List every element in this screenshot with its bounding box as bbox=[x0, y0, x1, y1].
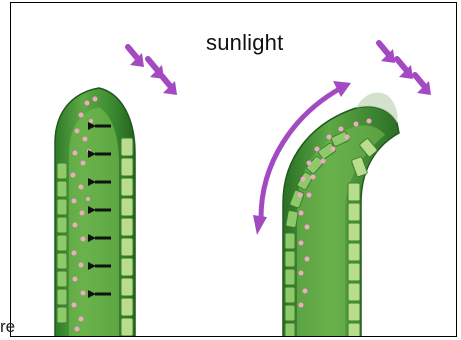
sunlight-arrows-icon bbox=[128, 47, 177, 95]
diagram-frame: sunlight bbox=[10, 2, 457, 337]
right-shoot bbox=[283, 93, 399, 337]
cropped-text-fragment: re bbox=[0, 317, 15, 337]
left-shoot-left-cells bbox=[57, 163, 67, 323]
left-shoot bbox=[55, 88, 135, 337]
sunlight-label: sunlight bbox=[206, 30, 283, 56]
sunlight-arrows-icon bbox=[379, 43, 431, 95]
left-shoot-core bbox=[69, 107, 119, 337]
